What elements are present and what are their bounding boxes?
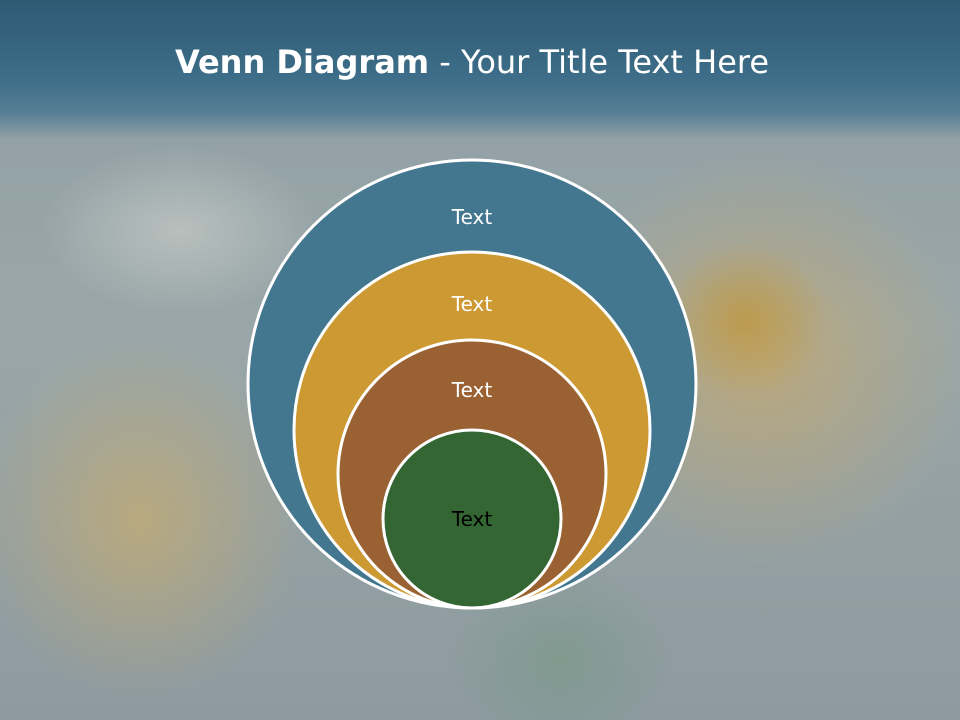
slide-title-bold: Venn Diagram xyxy=(174,43,430,81)
title-bar xyxy=(0,0,960,140)
slide-title: Venn Diagram - Your Title Text Here xyxy=(0,42,944,82)
second-circle-label: Text xyxy=(451,292,493,316)
outer-circle-label: Text xyxy=(451,205,493,229)
slide-title-rest: - Your Title Text Here xyxy=(429,43,770,81)
inner-circle-label: Text xyxy=(451,507,493,531)
inner-circle[interactable] xyxy=(381,428,563,610)
third-circle-label: Text xyxy=(451,378,493,402)
